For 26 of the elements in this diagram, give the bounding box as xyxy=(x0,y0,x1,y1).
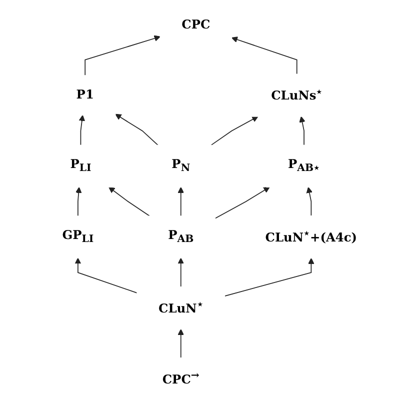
arrow xyxy=(299,116,306,146)
arrow xyxy=(74,258,138,294)
node-text: CLuN$^{⋆}$ xyxy=(158,299,204,316)
arrow xyxy=(224,258,314,297)
node-text: CLuN$^{⋆}$+(A4c) xyxy=(265,228,357,245)
node-text: P$_{AB}$ xyxy=(168,228,194,245)
arrow xyxy=(210,116,258,146)
node-text: P1 xyxy=(76,88,94,102)
arrow xyxy=(306,186,312,216)
node-text: CLuNs$^{⋆}$ xyxy=(270,86,322,104)
arrow xyxy=(178,258,184,288)
node-text: GP$_{LI}$ xyxy=(62,228,94,245)
node-text: CPC$^{→}$ xyxy=(162,370,200,387)
arrow xyxy=(75,186,82,216)
arrow xyxy=(78,114,85,146)
arrow xyxy=(178,186,184,216)
arrow xyxy=(214,186,270,219)
node-text: CPC xyxy=(182,18,210,32)
arrow xyxy=(114,114,158,146)
node-text: P$_{N}$ xyxy=(172,157,190,174)
node-text: P$_{AB⋆}$ xyxy=(288,157,320,174)
node-text: P$_{LI}$ xyxy=(70,157,92,174)
arrow xyxy=(178,328,184,358)
arrow xyxy=(231,36,298,75)
arrow xyxy=(108,186,150,216)
arrow xyxy=(84,35,160,76)
